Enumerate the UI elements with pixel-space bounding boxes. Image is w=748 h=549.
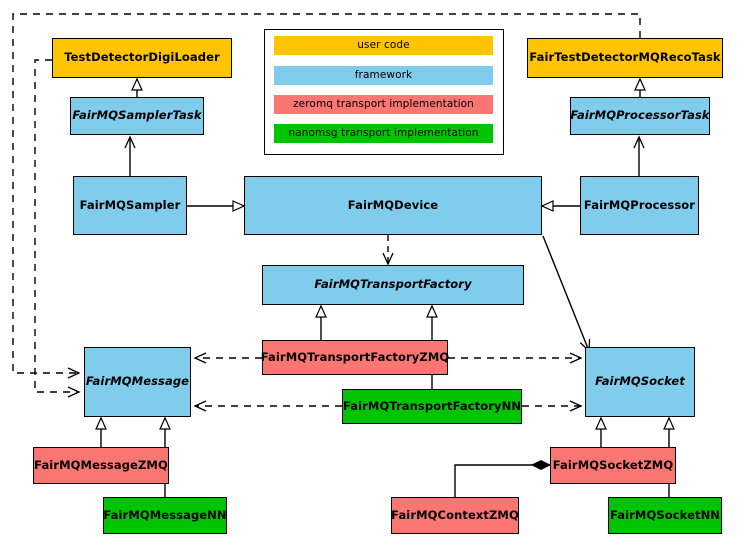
node-label: TestDetectorDigiLoader: [64, 50, 220, 65]
node-fairmqtransportfactorynn[interactable]: FairMQTransportFactoryNN: [342, 389, 522, 424]
edge-contextzmq-socketzmq: [454, 465, 550, 497]
node-label: FairMQProcessor: [583, 197, 696, 212]
legend-item-label: nanomsg transport implementation: [288, 127, 479, 140]
node-fairmqsocket[interactable]: FairMQSocket: [585, 347, 695, 417]
node-fairmqmessagezmq[interactable]: FairMQMessageZMQ: [33, 447, 169, 484]
node-fairmqsampler[interactable]: FairMQSampler: [73, 176, 187, 235]
node-testdetectordigiloader[interactable]: TestDetectorDigiLoader: [52, 38, 232, 78]
node-label: FairMQMessageNN: [103, 507, 227, 522]
node-fairmqmessagenn[interactable]: FairMQMessageNN: [103, 497, 227, 534]
node-label: FairMQSocket: [595, 374, 685, 389]
node-fairmqmessage[interactable]: FairMQMessage: [84, 347, 191, 417]
node-label: FairTestDetectorMQRecoTask: [529, 50, 721, 65]
legend-item-user-code: user code: [274, 36, 493, 55]
node-label: FairMQContextZMQ: [391, 507, 519, 522]
legend-item-framework: framework: [274, 66, 493, 85]
node-label: FairMQSampler: [79, 197, 181, 212]
node-label: FairMQProcessorTask: [570, 108, 710, 123]
node-fairtestdetectormqrecotask[interactable]: FairTestDetectorMQRecoTask: [527, 38, 723, 78]
node-label: FairMQSamplerTask: [72, 108, 202, 123]
node-fairmqsamplertask[interactable]: FairMQSamplerTask: [70, 97, 204, 135]
node-fairmqtransportfactoryzmq[interactable]: FairMQTransportFactoryZMQ: [260, 340, 450, 375]
node-fairmqtransportfactory[interactable]: FairMQTransportFactory: [262, 265, 524, 305]
edge-device-socket: [542, 235, 591, 353]
node-label: FairMQSocketZMQ: [552, 457, 674, 472]
node-fairmqdevice[interactable]: FairMQDevice: [244, 176, 542, 235]
node-fairmqprocessortask[interactable]: FairMQProcessorTask: [570, 97, 710, 135]
node-label: FairMQDevice: [347, 197, 439, 212]
node-label: FairMQMessage: [85, 374, 190, 389]
node-fairmqsocketnn[interactable]: FairMQSocketNN: [608, 497, 722, 534]
legend-item-label: zeromq transport implementation: [293, 98, 474, 111]
legend-item-nanomsg: nanomsg transport implementation: [274, 124, 493, 143]
legend-item-zeromq: zeromq transport implementation: [274, 95, 493, 114]
legend-item-label: user code: [357, 39, 410, 52]
node-fairmqcontextzmq[interactable]: FairMQContextZMQ: [391, 497, 519, 534]
node-fairmqprocessor[interactable]: FairMQProcessor: [580, 176, 699, 235]
legend-item-label: framework: [354, 69, 413, 82]
node-label: FairMQMessageZMQ: [34, 457, 168, 472]
node-fairmqsocketzmq[interactable]: FairMQSocketZMQ: [550, 447, 676, 484]
node-label: FairMQSocketNN: [609, 507, 721, 522]
node-label: FairMQTransportFactoryZMQ: [260, 349, 450, 364]
node-label: FairMQTransportFactory: [314, 277, 472, 292]
node-label: FairMQTransportFactoryNN: [342, 398, 522, 413]
